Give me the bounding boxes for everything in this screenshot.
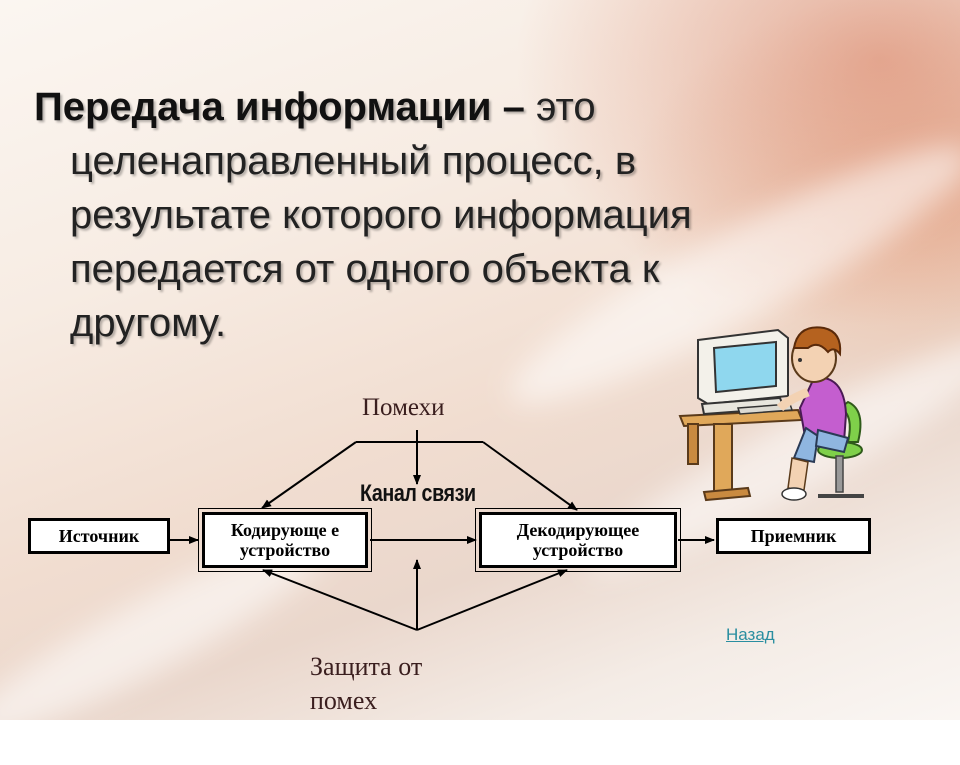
source-label: Источник: [58, 526, 140, 546]
protection-line2: помех: [310, 686, 378, 715]
protection-line1: Защита от: [310, 652, 423, 681]
title-line1-rest: это: [524, 85, 596, 129]
noise-line-right: [482, 441, 578, 511]
channel-label: Канал связи: [360, 480, 476, 507]
encoder-box: Кодирующе е устройство: [198, 508, 372, 572]
decoder-label: Декодирующее устройство: [516, 520, 640, 560]
source-box: Источник: [28, 518, 170, 554]
protection-label: Защита от помех: [310, 650, 422, 718]
noise-label: Помехи: [362, 394, 445, 421]
back-link[interactable]: Назад: [726, 625, 775, 644]
slide-title: Передача информации – это целенаправленн…: [34, 80, 794, 350]
protection-line-right: [416, 569, 568, 631]
diagram-connectors: [170, 430, 715, 631]
receiver-box: Приемник: [716, 518, 871, 554]
title-lead: Передача информации –: [34, 85, 525, 129]
child-at-computer-icon: [678, 326, 864, 502]
title-line2: целенаправленный процесс, в: [70, 139, 637, 183]
title-line5: другому.: [70, 301, 227, 345]
protection-line-left: [262, 569, 418, 631]
noise-line-left: [261, 441, 357, 509]
title-line4: передается от одного объекта к: [70, 247, 660, 291]
title-line3: результате которого информация: [70, 193, 692, 237]
receiver-label: Приемник: [750, 526, 837, 546]
decoder-box: Декодирующее устройство: [475, 508, 681, 572]
encoder-label: Кодирующе е устройство: [230, 520, 340, 560]
